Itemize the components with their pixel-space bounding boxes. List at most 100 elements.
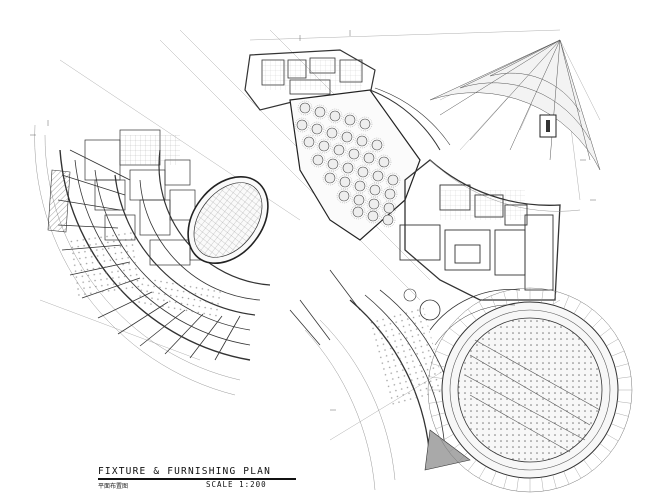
round-table — [363, 152, 375, 164]
radial-rib — [592, 317, 603, 328]
table-chairs — [370, 168, 386, 184]
round-table — [341, 131, 353, 143]
table-chairs — [380, 212, 396, 228]
table-chairs — [376, 154, 392, 170]
round-table — [368, 198, 380, 210]
circular-hall — [427, 287, 633, 493]
radial-rib — [617, 401, 632, 404]
table-chairs — [361, 150, 377, 166]
table-chairs — [322, 170, 338, 186]
radial-rib — [599, 443, 612, 453]
round-table — [342, 162, 354, 174]
dimension-ticks — [30, 30, 596, 411]
ballroom-tables — [294, 100, 401, 228]
round-table — [387, 174, 399, 186]
radial-rib — [441, 338, 454, 347]
radial-rib — [431, 412, 446, 417]
radial-rib — [441, 433, 454, 442]
radial-rib — [599, 327, 612, 337]
radial-rib — [457, 452, 468, 463]
right-wing — [399, 159, 581, 301]
round-table — [383, 202, 395, 214]
table-chairs — [310, 152, 326, 168]
table-chairs — [357, 116, 373, 132]
fan-structure — [429, 39, 601, 171]
round-table — [352, 206, 364, 218]
plan-subtitle: 平面布置图 — [98, 483, 129, 490]
left-stair-band — [47, 169, 71, 233]
table-chairs — [297, 100, 313, 116]
round-table — [344, 114, 356, 126]
round-table — [327, 158, 339, 170]
radial-rib — [552, 291, 557, 306]
table-chairs — [325, 156, 341, 172]
left-wing-detail — [120, 135, 180, 165]
round-table — [324, 172, 336, 184]
round-table — [314, 106, 326, 118]
round-table — [296, 119, 308, 131]
title-block: FIXTURE & FURNISHING PLAN 平面布置图 SCALE 1:… — [98, 466, 298, 492]
round-table — [353, 194, 365, 206]
radial-rib — [448, 443, 461, 453]
radial-rib — [617, 376, 632, 379]
round-table — [372, 170, 384, 182]
left-furniture-zone-2 — [138, 273, 222, 317]
round-table — [378, 156, 390, 168]
table-chairs — [339, 129, 355, 145]
radial-rib — [611, 350, 625, 357]
radial-rib — [606, 433, 619, 442]
table-chairs — [385, 172, 401, 188]
table-chairs — [316, 138, 332, 154]
table-chairs — [382, 186, 398, 202]
radial-rib — [467, 459, 477, 472]
round-table — [357, 166, 369, 178]
table-chairs — [369, 137, 385, 153]
table-chairs — [350, 204, 366, 220]
radial-rib — [606, 338, 619, 347]
radial-rib — [541, 477, 544, 492]
table-chairs — [312, 104, 328, 120]
table-chairs — [367, 182, 383, 198]
table-chairs — [327, 108, 343, 124]
round-table — [356, 135, 368, 147]
radial-rib — [490, 471, 497, 485]
table-chairs — [355, 164, 371, 180]
table-chairs — [301, 134, 317, 150]
radial-rib — [592, 452, 603, 463]
radial-rib — [457, 317, 468, 328]
round-table — [312, 154, 324, 166]
round-table — [367, 210, 379, 222]
lobby-furniture — [369, 303, 446, 405]
radial-rib — [428, 401, 443, 404]
radial-rib — [467, 308, 477, 321]
radial-rib — [490, 295, 497, 309]
radial-rib — [614, 363, 629, 368]
round-table — [371, 139, 383, 151]
radial-rib — [516, 477, 519, 492]
round-table — [354, 180, 366, 192]
radial-rib — [478, 301, 487, 314]
table-chairs — [294, 117, 310, 133]
table-chairs — [336, 188, 352, 204]
table-chairs — [365, 208, 381, 224]
round-table — [318, 140, 330, 152]
radial-rib — [503, 474, 508, 489]
radial-rib — [503, 291, 508, 306]
round-table — [299, 102, 311, 114]
round-table — [303, 136, 315, 148]
table-chairs — [352, 178, 368, 194]
round-table — [329, 110, 341, 122]
plan-scale: SCALE 1:200 — [206, 480, 267, 489]
radial-rib — [448, 327, 461, 337]
round-table — [348, 148, 360, 160]
circular-hall-radials — [428, 288, 632, 492]
table-chairs — [331, 142, 347, 158]
right-wing-detail — [440, 190, 525, 220]
round-table — [339, 176, 351, 188]
top-block-detail — [262, 60, 362, 90]
radial-rib — [435, 423, 449, 430]
table-chairs — [342, 112, 358, 128]
plan-title: FIXTURE & FURNISHING PLAN — [98, 466, 271, 477]
round-table — [382, 214, 394, 226]
